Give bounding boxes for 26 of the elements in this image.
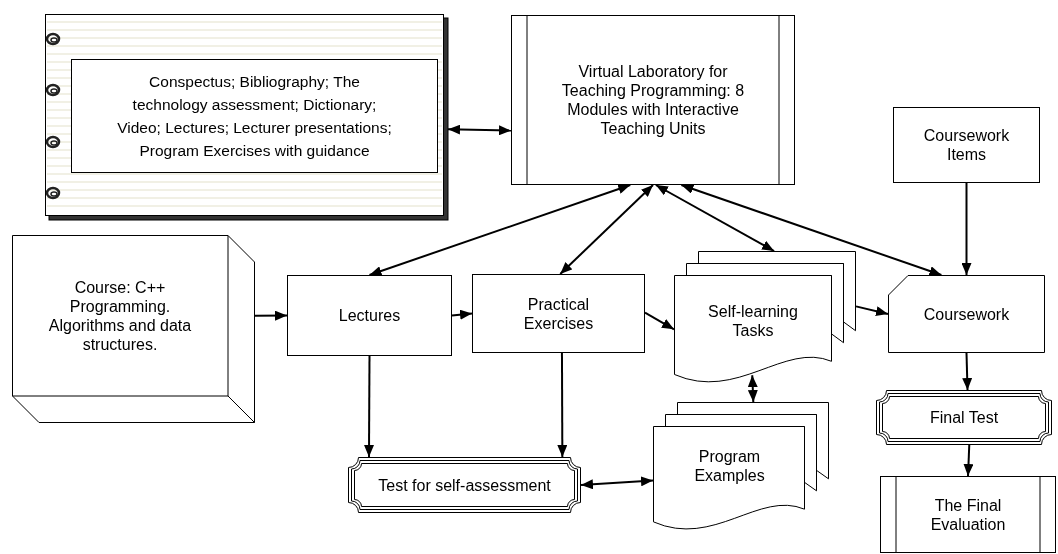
cube-box: Course: C++ Programming. Algorithms and data structures. [12,235,255,423]
terminal-shape: Test for self-assessment [348,457,581,513]
arrow [447,124,512,136]
arrow [962,352,973,391]
arrow [963,444,974,477]
process-box: Practical Exercises [472,274,645,353]
arrow [654,184,776,252]
arrow [559,184,654,275]
arrow [368,184,632,276]
predefined-process-box: Virtual Laboratory for Teaching Programming: 8 Modules with Interactive Teaching Units [511,15,795,185]
text-box: Conspectus; Bibliography; The technology assessment; Dictionary; Video; Lectures; Lecturer presentations; Program Exercises with guidance [71,59,438,173]
arrow [557,352,568,458]
arrow [254,310,288,321]
arrow [747,374,758,403]
arrow [680,184,943,276]
process-box: Coursework Items [893,107,1040,183]
arrow [364,355,375,458]
process-box: Lectures [287,275,452,356]
arrow [644,311,675,331]
arrow [580,476,654,490]
card-shape: Coursework [888,275,1045,353]
terminal-shape: Final Test [876,390,1052,445]
arrow [451,309,473,320]
arrow [855,305,889,317]
predefined-process-box: The Final Evaluation [880,476,1056,553]
arrow [961,182,972,276]
